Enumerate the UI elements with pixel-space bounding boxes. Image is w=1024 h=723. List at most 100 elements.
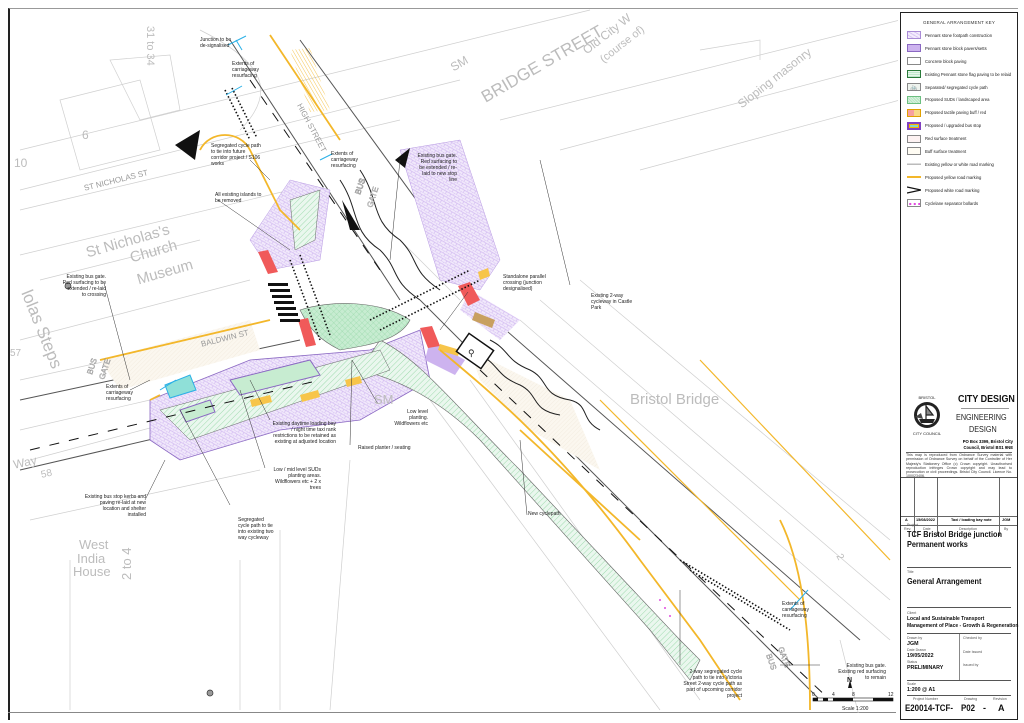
label-num-10: 10 bbox=[14, 156, 28, 170]
org-dept-2: DESIGN bbox=[969, 424, 997, 434]
note-cycle-path-future: Segregated cycle path to tie into future… bbox=[211, 143, 261, 167]
scale-tick-0: 0 bbox=[812, 692, 815, 698]
swatch-pennant-footpath bbox=[907, 31, 921, 40]
project-name: TCF Bristol Bridge junction Permanent wo… bbox=[907, 529, 1002, 549]
label-west-india-1: West bbox=[79, 537, 109, 552]
swatch-bollards bbox=[907, 199, 921, 208]
project-number: E20014-TCF- bbox=[905, 703, 953, 713]
svg-text:BUS: BUS bbox=[85, 357, 99, 375]
note-extents-3: Extents of carriageway resurfacing bbox=[106, 384, 133, 402]
swatch-yellow-marking bbox=[907, 173, 921, 182]
svg-text:BRISTOL: BRISTOL bbox=[918, 395, 936, 400]
svg-text:CITY COUNCIL: CITY COUNCIL bbox=[913, 431, 942, 436]
note-suds-planting: Low / mid level SUDs planting areas. Wil… bbox=[273, 467, 321, 491]
frame-bottom-line bbox=[8, 712, 896, 713]
scale-bar bbox=[812, 680, 894, 702]
label-2-to-4: 2 to 4 bbox=[119, 547, 134, 580]
label-num-58: 58 bbox=[40, 467, 54, 481]
label-num-6: 6 bbox=[82, 128, 89, 142]
copyright-notice: This map is reproduced from Ordnance Sur… bbox=[906, 453, 1012, 479]
key-item: Proposed white road marking bbox=[901, 184, 1017, 197]
title-label: Title bbox=[907, 570, 914, 574]
note-islands: All existing islands to be removed bbox=[215, 192, 262, 204]
swatch-red-surface bbox=[907, 134, 921, 143]
site-plan: ⚲ BUS BUS GATE BUS GATE BUS GATE bbox=[19, 9, 898, 713]
status-label: Status bbox=[907, 660, 918, 664]
north-arrow-icon: N bbox=[847, 677, 853, 684]
label-sm-middle: SM bbox=[374, 392, 394, 407]
scale-value: 1:200 @ A1 bbox=[907, 687, 936, 693]
label-num-31-34: 31 to 34 bbox=[144, 26, 156, 66]
label-num-57: 57 bbox=[10, 348, 22, 359]
key-item: Buff surface treatment bbox=[901, 145, 1017, 158]
title-block: GENERAL ARRANGEMENT KEY Pennant stone fo… bbox=[900, 12, 1018, 720]
drawing-dash: - bbox=[983, 703, 986, 713]
svg-text:GATE: GATE bbox=[365, 186, 380, 209]
project-label: Project bbox=[907, 523, 919, 527]
divider bbox=[907, 607, 1011, 608]
note-bus-stop-kerbs: Existing bus stop kerbs and paving re-la… bbox=[84, 494, 146, 518]
scale-tick-4: 4 bbox=[832, 692, 835, 698]
divider bbox=[961, 408, 1009, 409]
key-title: GENERAL ARRANGEMENT KEY bbox=[922, 20, 996, 25]
drawing-frame bbox=[8, 8, 1018, 720]
swatch-existing-pennant bbox=[907, 70, 921, 79]
org-name: CITY DESIGN bbox=[958, 393, 1015, 405]
swatch-white-marking bbox=[907, 186, 921, 194]
label-west-india-3: House bbox=[73, 564, 111, 579]
project-number-label: Project Number bbox=[913, 697, 938, 701]
key-item: Red surface treatment bbox=[901, 132, 1017, 145]
scale-label: Scale bbox=[907, 682, 916, 686]
client-name: Local and Sustainable Transport Manageme… bbox=[907, 616, 1019, 629]
swatch-concrete-block bbox=[907, 57, 921, 66]
note-new-cyclepath: New cyclepath bbox=[528, 511, 561, 517]
status-value: PRELIMINARY bbox=[907, 665, 944, 671]
org-address: PO Box 3399, Bristol City Council, Brist… bbox=[962, 439, 1013, 450]
svg-text:⚲: ⚲ bbox=[468, 348, 475, 358]
date-issued-label: Date Issued bbox=[963, 650, 983, 654]
swatch-buff-surface bbox=[907, 147, 921, 156]
note-low-planting: Low level planting. Wildflowers etc bbox=[394, 409, 428, 427]
key-item: Proposed tactile paving buff / red bbox=[901, 106, 1017, 119]
date-drawn: 19/05/2022 bbox=[907, 653, 934, 659]
note-victoria-st: 2-way segregated cycle path to tie into … bbox=[683, 669, 742, 699]
swatch-bus-stop bbox=[907, 121, 921, 130]
key-item: Pennant stone footpath construction bbox=[901, 29, 1017, 42]
swatch-pennant-setts bbox=[907, 44, 921, 53]
drawn-by-label: Drawn by bbox=[907, 636, 923, 640]
issued-by-label: Issued by bbox=[963, 663, 979, 667]
scale-tick-8: 8 bbox=[852, 692, 855, 698]
org-dept-1: ENGINEERING bbox=[956, 412, 1007, 422]
note-bus-gate-remain: Existing bus gate. Existing red surfacin… bbox=[838, 663, 886, 681]
drawing-number: P02 bbox=[961, 703, 976, 713]
note-junction: Junction to be de-signalised bbox=[200, 37, 232, 49]
key-item: Existing yellow or white road marking bbox=[901, 158, 1017, 171]
scale-tick-12: 12 bbox=[888, 692, 894, 698]
key-item: Proposed / upgraded bus stop bbox=[901, 119, 1017, 132]
key-item: Pennant stone block pavers/setts bbox=[901, 42, 1017, 55]
note-bus-gate-high: Existing bus gate. Red surfacing to be e… bbox=[417, 153, 457, 183]
key-item: Proposed yellow road marking bbox=[901, 171, 1017, 184]
swatch-cycle-path: 🚲 bbox=[907, 83, 921, 91]
note-cycleway-castle: Existing 2-way cycleway in Castle Park bbox=[591, 293, 633, 311]
note-extents-2: Extents of carriageway resurfacing bbox=[331, 151, 358, 169]
note-extents-1: Extents of carriageway resurfacing bbox=[232, 61, 259, 79]
note-cycle-path-existing: Segregated cycle path to tie into existi… bbox=[238, 517, 274, 541]
swatch-suds bbox=[907, 95, 921, 104]
revision-label: Revision bbox=[993, 697, 1007, 701]
key-item: 🚲Separated/ segregated cycle path bbox=[901, 81, 1017, 94]
note-raised-planter: Raised planter / seating bbox=[358, 445, 411, 451]
scale-label: Scale 1:200 bbox=[842, 706, 869, 712]
key-item: Concrete block paving bbox=[901, 55, 1017, 68]
drawing-label: Drawing bbox=[964, 697, 978, 701]
date-drawn-label: Date Drawn bbox=[907, 648, 926, 652]
divider bbox=[907, 633, 1011, 634]
drawing-title: General Arrangement bbox=[907, 576, 982, 586]
revision-value: A bbox=[998, 703, 1005, 713]
note-extents-4: Extents of carriageway resurfacing bbox=[782, 601, 809, 619]
checked-by-label: Checked by bbox=[963, 636, 982, 640]
note-bus-gate-baldwin: Existing bus gate. Red surfacing to be e… bbox=[62, 274, 106, 298]
label-west-india-2: India bbox=[77, 551, 106, 566]
key-item: Cyclelane separator bollards bbox=[901, 197, 1017, 210]
key-list: Pennant stone footpath construction Penn… bbox=[901, 29, 1017, 209]
